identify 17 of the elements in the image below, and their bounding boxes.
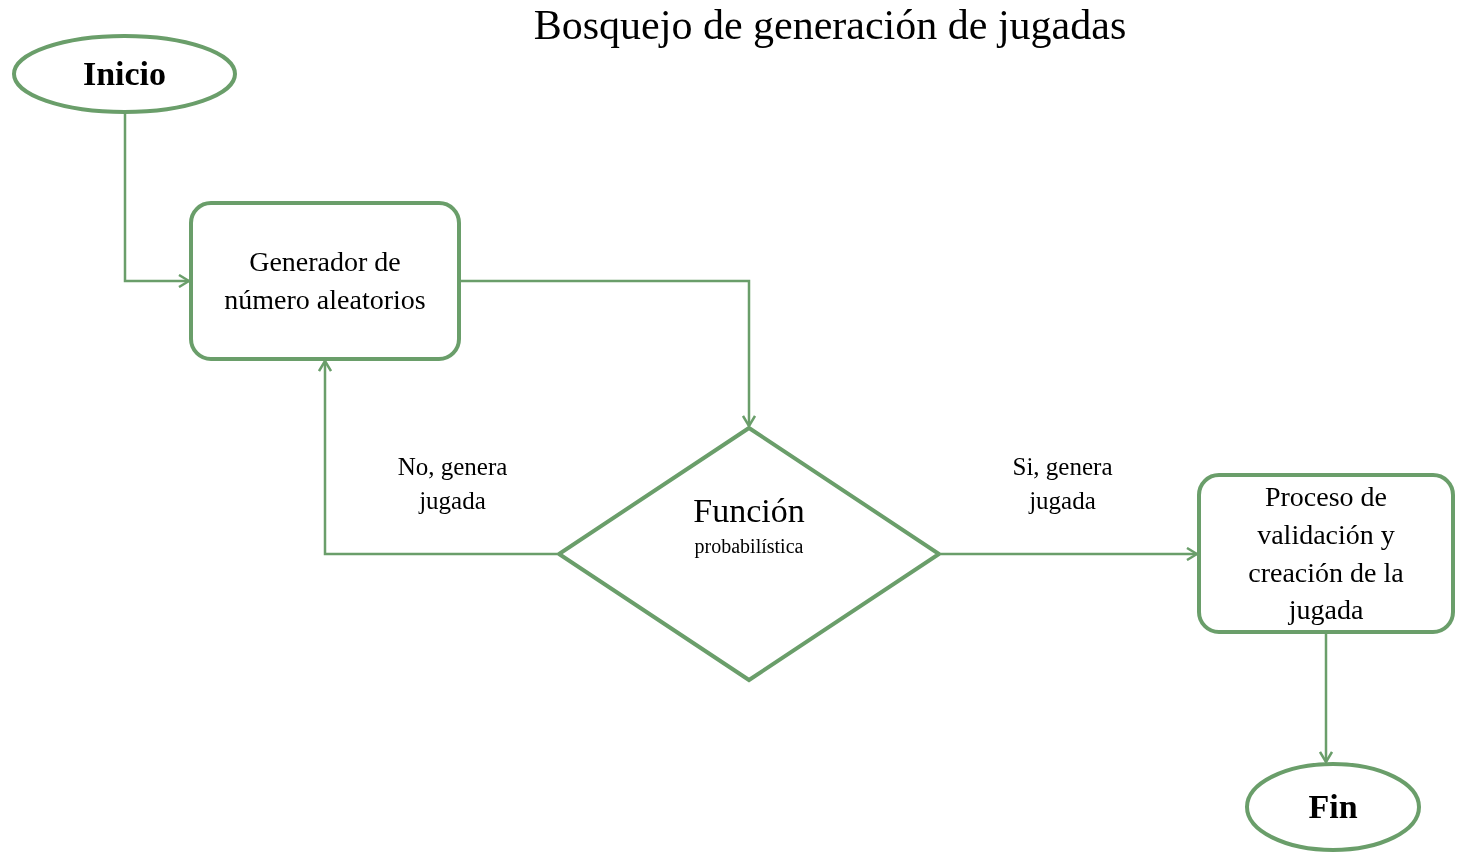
node-label: Inicio: [82, 54, 167, 95]
terminal-ellipse: [1245, 762, 1421, 852]
arrow: [123, 114, 191, 289]
node-label: Generador de número aleatorios: [223, 245, 427, 317]
decision-diamond: [557, 426, 941, 682]
process-box: [1197, 473, 1455, 634]
process-box: [189, 201, 461, 361]
arrow: [461, 279, 757, 428]
diagram-title: Bosquejo de generación de jugadas: [532, 2, 1128, 49]
arrow: [317, 359, 557, 556]
arrow: [941, 546, 1199, 562]
node-label: Fin: [1308, 787, 1358, 828]
arrow: [1318, 634, 1334, 764]
terminal-ellipse: [12, 34, 237, 114]
node-sublabel: probabilística: [694, 534, 804, 560]
node-label: Proceso de validación y creación de la jugada: [1247, 479, 1405, 628]
node-label: Función: [693, 490, 805, 531]
